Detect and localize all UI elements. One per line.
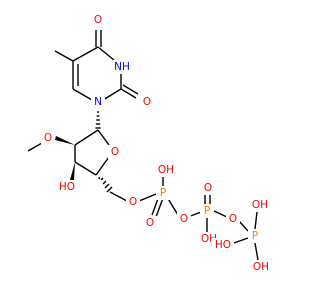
atom-o5prime: O (129, 196, 137, 208)
atom-pa-oh: OH (158, 164, 174, 176)
bond-n1-c2 (102, 88, 122, 101)
bond-o5prime-pa (138, 193, 157, 202)
atom-pa-o-double: O (146, 217, 154, 229)
atom-pg-oh-down: OH (253, 261, 269, 273)
atom-pa: P (160, 187, 166, 199)
atom-pg-oh-up: OH (252, 199, 268, 211)
wedge-c2prime-ome (55, 136, 75, 145)
atom-pb-o-up: O (204, 182, 212, 194)
atom-o-c4: O (94, 14, 102, 26)
bond-c2-o-double (122, 84, 139, 95)
atom-n3: NH (114, 61, 130, 73)
atom-pg: P (252, 230, 258, 242)
bond-pg-oh-left (233, 237, 249, 244)
bond-o4prime-c4prime (95, 156, 110, 176)
bond-pg-oh-down (254, 242, 259, 261)
thymine-ring-bonds (54, 30, 139, 101)
bond-pb-obridge (213, 210, 228, 218)
atom-pb-o-bridge: O (229, 213, 237, 225)
ribose-ring-bonds (27, 111, 157, 202)
atom-o-c2: O (143, 96, 151, 108)
atom-pg-oh-left: HO (215, 239, 231, 251)
wedge-c3prime-oh (70, 162, 75, 181)
bond-c2-o (120, 88, 137, 99)
atom-oh-c3: HO (59, 181, 75, 193)
bond-c4-c5 (72, 46, 99, 62)
bond-c1prime-o4prime (97, 129, 110, 146)
bond-c5prime-o5prime (109, 191, 128, 202)
bond-obridge-pg (238, 220, 249, 232)
atom-o-methoxy: O (44, 132, 52, 144)
bond-c4prime-c3prime (74, 161, 97, 176)
atom-n1: N (94, 96, 102, 108)
bond-c1prime-c2prime (74, 129, 99, 146)
hashed-bond-c4prime-c5prime (98, 176, 113, 193)
bond-pg-oh-up (254, 211, 258, 230)
bond-n3-c4 (97, 46, 115, 61)
bond-c5-methyl (54, 50, 74, 62)
atom-o-ring: O (111, 146, 119, 158)
atom-labels: O NH O N O HO O O P OH O O P O OH O P (41, 13, 272, 274)
bond-pa-o-double-2 (155, 197, 164, 218)
molecule-structure: O NH O N O HO O O P OH O O P O OH O P (27, 13, 272, 274)
bond-c6-n1 (72, 88, 93, 101)
phosphate-chain-bonds (151, 177, 259, 261)
hashed-bond-n1-c1prime (95, 111, 101, 129)
bond-o-methyl (27, 142, 43, 152)
atom-pa-o-bridge: O (180, 213, 188, 225)
atom-pb: P (204, 205, 210, 217)
